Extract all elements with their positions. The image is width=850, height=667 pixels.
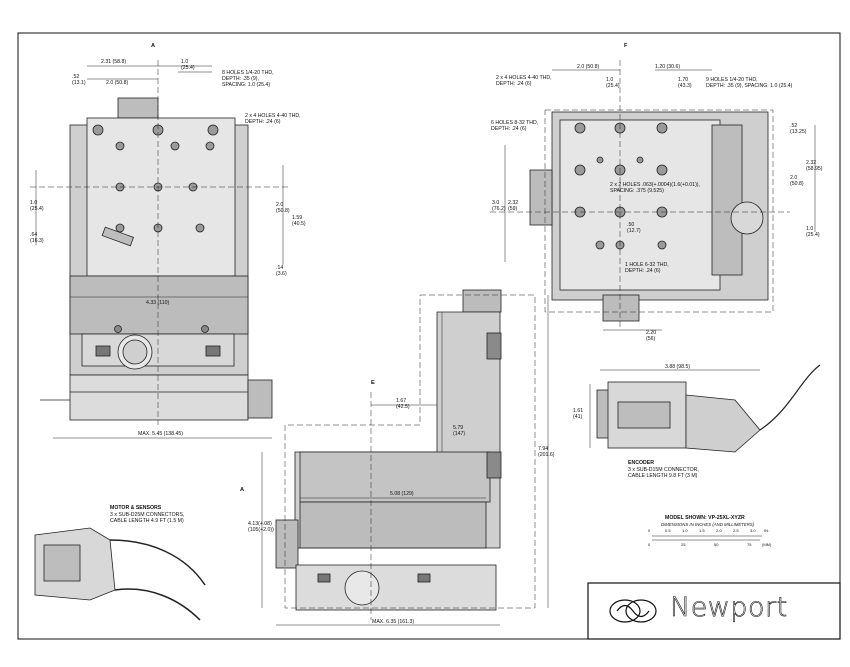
encoder-title: ENCODER — [628, 460, 654, 466]
scale-tick: 0 — [648, 542, 651, 547]
scale-tick: 1.0 — [682, 528, 688, 533]
scale-tick: 2.5 — [733, 528, 739, 533]
view-e-label: E — [371, 380, 375, 386]
scale-mm-ticks: 0 25 50 75 (MM) — [648, 542, 778, 550]
scale-tick: 3.0 — [750, 528, 756, 533]
dim-max-635: MAX. 6.35 (161.3) — [372, 619, 415, 625]
scale-tick: 0.5 — [665, 528, 671, 533]
scale-bar — [652, 535, 762, 541]
newport-logo-icon — [609, 599, 657, 623]
newport-logo-text: Newport — [670, 592, 788, 624]
dim-f-20: 2.0 (50.8) — [577, 64, 600, 70]
holes-6-note: 6 HOLES 8-32 THD, DEPTH: .24 (6) — [491, 120, 539, 132]
view-a-label: A — [151, 43, 156, 49]
dim-20-vert: 2.0 (50.8) — [276, 202, 290, 214]
dim-f-170: 1.70 (43.3) — [678, 77, 692, 89]
drawing-frame — [17, 32, 841, 640]
scale-tick: 1.5 — [699, 528, 705, 533]
scale-tick: (MM) — [762, 542, 772, 547]
model-subtitle: DIMENSIONS IN INCHES (AND MILLIMETERS) — [661, 522, 755, 527]
dim-10-left: 1.0 (25.4) — [30, 200, 44, 212]
hole-1-note: 1 HOLE 6-32 THD, DEPTH: .24 (6) — [625, 262, 669, 274]
encoder-desc: 3 x SUB-D15M CONNECTOR, CABLE LENGTH 9.8… — [628, 467, 699, 479]
holes-2x2-note: 2 x 2 HOLES .063(+.0004)(1.6(+0.01)), SP… — [610, 182, 700, 194]
dim-388: 3.88 (98.5) — [665, 364, 691, 370]
dim-14: .14 (3.6) — [276, 265, 287, 277]
holes-8-note: 8 HOLES 1/4-20 THD, DEPTH: .35 (9), SPAC… — [222, 70, 274, 88]
dim-f-232b: 2.32 (58.95) — [806, 160, 823, 172]
dim-579: 5.79 (147) — [453, 425, 466, 437]
logo-box — [587, 582, 841, 640]
scale-tick: IN. — [764, 528, 770, 533]
holes-2x4-note-a: 2 x 4 HOLES 4-40 THD, DEPTH: .24 (6) — [245, 113, 301, 125]
dim-52: .52 (13.1) — [72, 74, 86, 86]
dim-f-10: 1.0 (25.4) — [606, 77, 620, 89]
scale-tick: 0 — [648, 528, 651, 533]
holes-9-note: 9 HOLES 1/4-20 THD, DEPTH: .35 (9), SPAC… — [706, 77, 793, 89]
scale-tick: 25 — [681, 542, 686, 547]
encoder-connector — [589, 364, 821, 453]
view-a-stage — [30, 60, 290, 439]
motor-connector — [34, 527, 206, 621]
dim-f-52: .52 (13.25) — [790, 123, 807, 135]
model-title: MODEL SHOWN: VP-25XL-XYZR — [665, 515, 745, 521]
dim-161: 1.61 (41) — [573, 408, 584, 420]
motor-title: MOTOR & SENSORS — [110, 505, 162, 511]
dim-f-220: 2.20 (56) — [646, 330, 657, 342]
scale-tick: 75 — [747, 542, 752, 547]
dim-f-20-vert: 2.0 (50.8) — [790, 175, 804, 187]
motor-desc: 3 x SUB-D25M CONNECTORS, CABLE LENGTH 4.… — [110, 512, 185, 524]
scale-tick: 50 — [714, 542, 719, 547]
dim-f-50: .50 (12.7) — [627, 222, 641, 234]
dim-20: 2.0 (50.8) — [106, 80, 129, 86]
dim-f-120: 1.20 (30.6) — [655, 64, 681, 70]
dim-f-30: 3.0 (76.2) — [492, 200, 506, 212]
scale-tick: 2.0 — [716, 528, 722, 533]
main-front-stage — [261, 289, 549, 626]
view-f-stage — [490, 60, 816, 331]
dim-508: 5.08 (129) — [390, 491, 414, 497]
scale-inch-ticks: 0 0.5 1.0 1.5 2.0 2.5 3.0 IN. — [648, 528, 778, 536]
section-a-label: A — [240, 487, 245, 493]
dim-f-10-vert: 1.0 (25.4) — [806, 226, 820, 238]
dim-433: 4.33 (110) — [146, 300, 170, 306]
holes-2x4-note-f: 2 x 4 HOLES 4-40 THD, DEPTH: .24 (6) — [496, 75, 552, 87]
dim-10-top: 1.0 (25.4) — [181, 59, 195, 71]
view-f-label: F — [624, 43, 628, 49]
dim-413: 4.13(+.08) (105(+2.0)) — [248, 521, 274, 533]
dim-max-545: MAX. 5.45 (138.45) — [138, 431, 183, 437]
dim-64: .64 (16.3) — [30, 232, 44, 244]
dim-231: 2.31 (58.8) — [101, 59, 127, 65]
dim-794: 7.94 (201.6) — [538, 446, 555, 458]
dim-159: 1.59 (40.5) — [292, 215, 306, 227]
dim-167: 1.67 (42.5) — [396, 398, 410, 410]
dim-f-232a: 2.32 (59) — [508, 200, 519, 212]
